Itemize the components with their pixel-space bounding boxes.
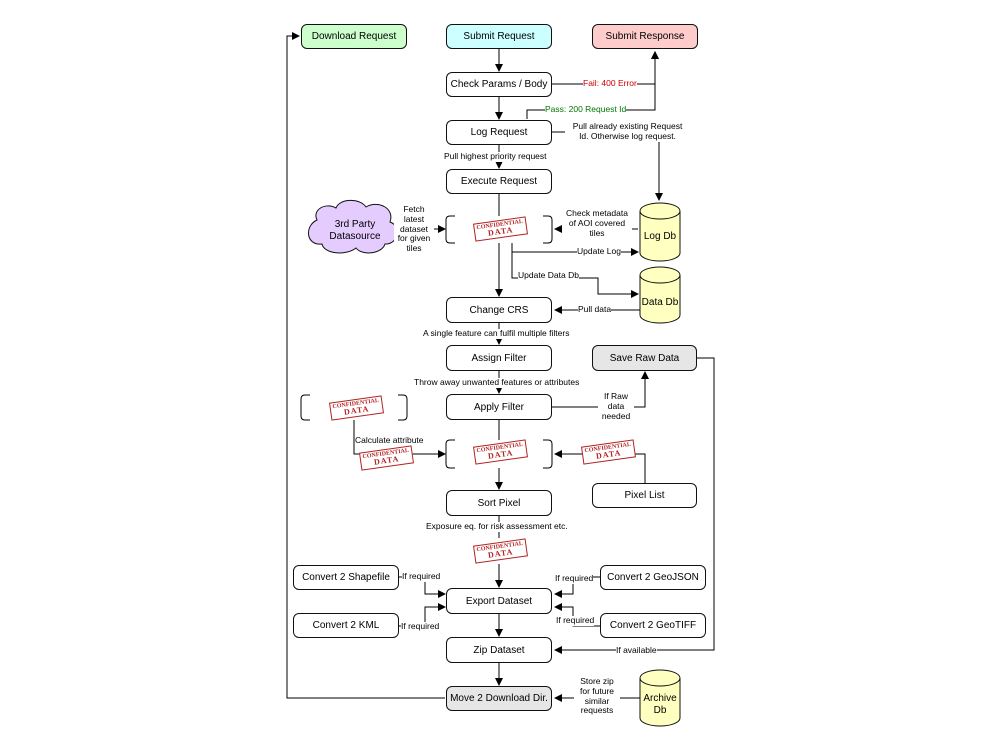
execute-request-box: Execute Request [446,169,552,194]
archive-db-cylinder [639,669,681,727]
apply-filter-label: Apply Filter [473,401,524,413]
if-raw-line-2: data [607,400,625,411]
check-metadata-line-3: tiles [589,227,605,238]
fetch-line-3: dataset [400,223,428,234]
fetch-line-1: Fetch [403,204,425,214]
arrow-left-confidential [353,420,446,458]
log-db-label: Log Db [643,231,677,242]
store-zip-line-2: for future [579,685,615,696]
convert-kml-label: Convert 2 KML [312,620,380,631]
submit-request-box: Submit Request [446,24,552,49]
exposure-label: Exposure eq. for risk assessment etc. [426,521,568,532]
pass-label: Pass: 200 Request Id [545,104,627,115]
store-zip-label: Store zip for future similar requests [574,676,620,717]
convert-shapefile-box: Convert 2 Shapefile [293,565,399,590]
if-required-shapefile: If required [402,571,441,582]
single-feature-label: A single feature can fulfil multiple fil… [423,328,570,339]
check-metadata-line-1: Check metadata [566,208,628,218]
convert-geotiff-label: Convert 2 GeoTIFF [609,620,697,631]
pull-existing-line-1: Pull already existing Request [572,121,683,131]
store-zip-line-4: requests [580,705,614,716]
pull-existing-line-2: Id. Otherwise log request. [579,130,676,141]
log-db-cylinder [639,202,681,262]
if-raw-line-1: If Raw [603,391,629,401]
convert-geojson-box: Convert 2 GeoJSON [600,565,706,590]
third-party-line-1: 3rd Party [334,219,376,230]
store-zip-line-3: similar [584,695,610,706]
throw-away-label: Throw away unwanted features or attribut… [414,377,580,388]
assign-filter-label: Assign Filter [471,352,527,364]
pixel-list-label: Pixel List [624,490,665,501]
archive-db-label-1: Archive [643,693,677,704]
pixel-list-box: Pixel List [592,483,697,508]
move-download-label: Move 2 Download Dir. [450,693,548,704]
download-request-box: Download Request [301,24,407,49]
zip-dataset-label: Zip Dataset [473,644,525,656]
submit-response-label: Submit Response [605,31,685,42]
export-dataset-label: Export Dataset [465,595,533,607]
download-request-label: Download Request [311,31,397,42]
calculate-attribute-label: Calculate attribute [355,435,424,445]
log-request-label: Log Request [470,127,528,138]
check-metadata-line-2: of AOI covered [568,217,626,228]
fetch-line-5: tiles [406,243,422,254]
update-log-label: Update Log [577,246,621,257]
arrow-raw-data [552,371,649,408]
sort-pixel-label: Sort Pixel [477,497,521,509]
log-db: Log Db [640,231,680,245]
change-crs-box: Change CRS [446,297,552,323]
data-db: Data Db [640,297,680,311]
check-metadata-label: Check metadata of AOI covered tiles [562,208,632,239]
save-raw-data-box: Save Raw Data [592,345,697,371]
check-params-label: Check Params / Body [450,79,548,90]
third-party-line-2: Datasource [329,230,381,242]
if-required-geotiff: If required [556,615,595,626]
export-dataset-box: Export Dataset [446,588,552,614]
pull-priority-label: Pull highest priority request [444,151,547,162]
fetch-line-4: for given [397,233,431,244]
assign-filter-box: Assign Filter [446,345,552,371]
confidential-box-1-outline [445,215,553,244]
check-params-box: Check Params / Body [446,72,552,97]
submit-response-box: Submit Response [592,24,698,49]
convert-shapefile-label: Convert 2 Shapefile [302,572,390,583]
fetch-line-2: latest [403,213,425,224]
store-zip-line-1: Store zip [580,676,614,686]
apply-filter-box: Apply Filter [446,394,552,420]
confidential-box-left-outline [300,394,408,421]
zip-dataset-box: Zip Dataset [446,637,552,663]
convert-kml-box: Convert 2 KML [293,613,399,638]
move-download-box: Move 2 Download Dir. [446,686,552,711]
arrow-log-to-logdb [552,131,663,201]
sort-pixel-box: Sort Pixel [446,490,552,516]
archive-db: Archive Db [640,693,680,719]
archive-db-label-2: Db [653,705,667,716]
pull-existing-label: Pull already existing Request Id. Otherw… [565,121,690,142]
update-data-db-label: Update Data Db [518,270,579,281]
convert-geotiff-box: Convert 2 GeoTIFF [600,613,706,638]
data-db-cylinder [639,266,681,324]
if-required-geojson: If required [555,573,594,584]
confidential-box-2-outline [445,439,553,469]
if-raw-line-3: needed [601,410,631,421]
convert-geojson-label: Convert 2 GeoJSON [607,572,699,583]
log-request-box: Log Request [446,120,552,145]
arrow-update-data-db [511,243,639,298]
save-raw-data-label: Save Raw Data [609,352,680,364]
if-raw-label: If Raw data needed [598,391,634,422]
pull-data-label: Pull data [578,304,612,315]
if-required-kml: If required [401,621,440,632]
change-crs-label: Change CRS [469,304,529,316]
arrow-to-download [286,32,445,699]
submit-request-label: Submit Request [463,31,535,42]
execute-request-label: Execute Request [460,176,538,187]
third-party-datasource-text: 3rd Party Datasource [323,219,387,242]
data-db-label: Data Db [641,297,679,308]
if-available-label: If available [616,645,657,656]
fetch-label: Fetch latest dataset for given tiles [394,204,434,254]
fail-label: Fail: 400 Error [583,78,637,89]
